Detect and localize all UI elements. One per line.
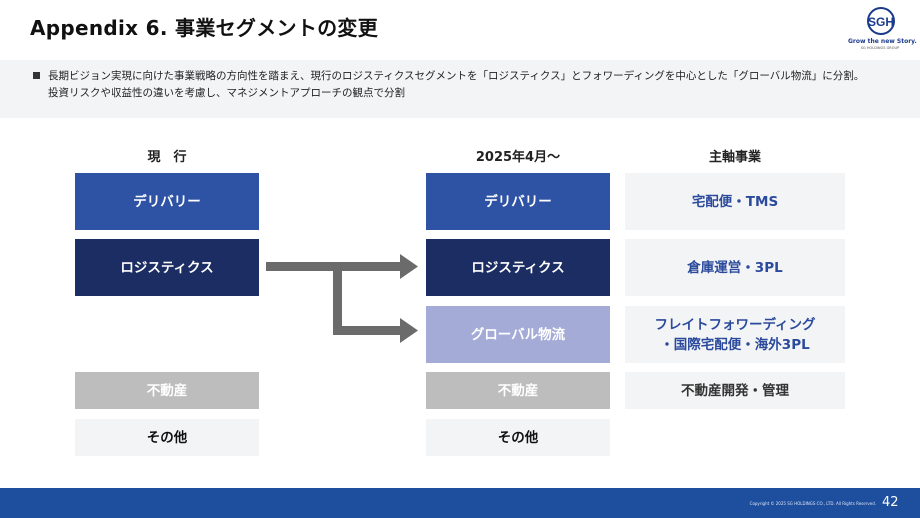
new-global-box: グローバル物流 <box>426 306 610 363</box>
sgh-logo-icon: SGH <box>867 7 895 35</box>
business-global-line1: フレイトフォワーディング <box>654 316 816 333</box>
summary-text: 長期ビジョン実現に向けた事業戦略の方向性を踏まえ、現行のロジスティクスセグメント… <box>48 70 865 99</box>
logo-subline: SG HOLDINGS GROUP <box>860 46 900 50</box>
bullet-square <box>33 72 40 79</box>
business-global-line2: ・国際宅配便・海外3PL <box>660 336 810 353</box>
summary-panel: 長期ビジョン実現に向けた事業戦略の方向性を踏まえ、現行のロジスティクスセグメント… <box>0 60 920 118</box>
current-real-estate-box: 不動産 <box>75 372 259 409</box>
column-header-current: 現 行 <box>147 150 187 165</box>
business-logistics-box: 倉庫運営・3PL <box>625 239 845 296</box>
arrow-to-global-head <box>400 318 418 343</box>
slide-title: Appendix 6. 事業セグメントの変更 <box>30 16 379 40</box>
new-logistics-box: ロジスティクス <box>426 239 610 296</box>
current-other-box: その他 <box>75 419 259 456</box>
new-delivery-box: デリバリー <box>426 173 610 230</box>
column-header-business: 主軸事業 <box>708 150 761 165</box>
current-logistics-box: ロジスティクス <box>75 239 259 296</box>
footer-bar: Copyright © 2025 SG HOLDINGS CO., LTD. A… <box>0 488 920 518</box>
business-real-estate-box: 不動産開発・管理 <box>625 372 845 409</box>
copyright-text: Copyright © 2025 SG HOLDINGS CO., LTD. A… <box>749 501 876 506</box>
column-header-new: 2025年4月～ <box>475 150 561 165</box>
sgh-logo: SGH Grow the new Story. SG HOLDINGS GROU… <box>848 6 917 54</box>
arrow-to-logistics-head <box>400 254 418 279</box>
logo-tagline: Grow the new Story. <box>848 38 917 45</box>
arrow-to-global-shaft <box>333 326 400 335</box>
arrow-branch-vertical <box>333 262 342 335</box>
page-number: 42 <box>882 495 899 510</box>
new-real-estate-box: 不動産 <box>426 372 610 409</box>
current-delivery-box: デリバリー <box>75 173 259 230</box>
logo-text: SGH <box>868 15 894 29</box>
new-other-box: その他 <box>426 419 610 456</box>
business-global-box: フレイトフォワーディング ・国際宅配便・海外3PL <box>625 306 845 363</box>
business-delivery-box: 宅配便・TMS <box>625 173 845 230</box>
